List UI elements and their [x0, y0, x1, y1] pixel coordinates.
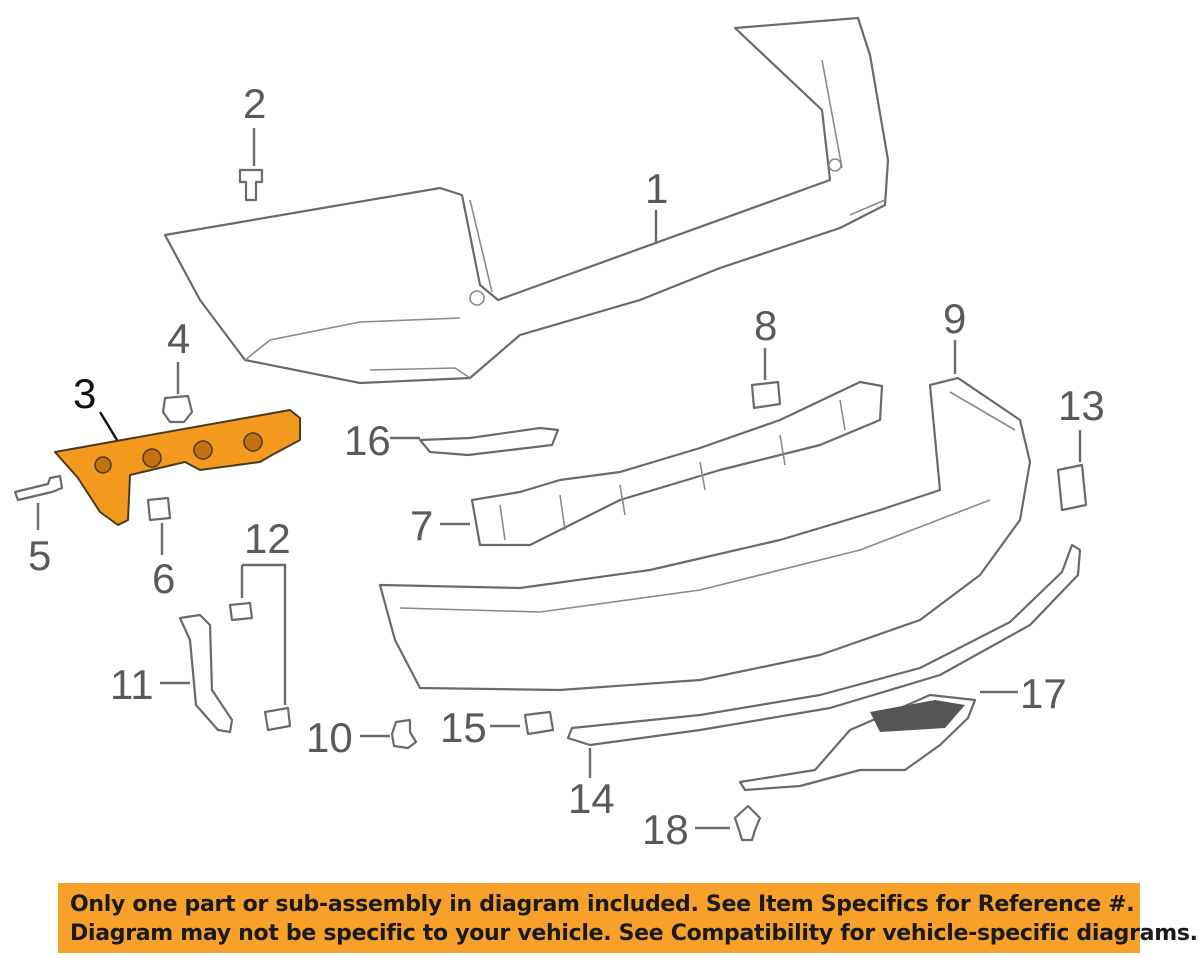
part-15-clip	[523, 710, 555, 736]
part-12-nuts	[228, 601, 292, 732]
callout-1: 1	[645, 165, 668, 212]
notice-line-2: Diagram may not be specific to your vehi…	[70, 921, 1198, 946]
leader-lines	[36, 128, 1082, 830]
notice-line-1: Only one part or sub-assembly in diagram…	[70, 892, 1135, 917]
part-5-screw	[13, 474, 64, 502]
callout-7: 7	[410, 502, 433, 549]
part-7-absorber	[470, 380, 884, 547]
callout-10: 10	[306, 714, 353, 761]
notice-banner: Only one part or sub-assembly in diagram…	[58, 883, 1198, 953]
part-14-molding	[566, 543, 1082, 747]
leader-12	[240, 563, 287, 705]
part-16-reflector	[418, 426, 560, 457]
callout-15: 15	[440, 704, 487, 751]
callout-18: 18	[642, 806, 689, 853]
callout-11: 11	[110, 661, 154, 708]
callout-numbers: 1 2 3 4 5 6 7 8 9 10 11 12 13 14 15 16 1…	[28, 80, 1105, 853]
part-11-side-bracket	[178, 613, 234, 734]
part-13-pad	[1056, 463, 1088, 512]
part-8-clip	[750, 380, 782, 410]
callout-8: 8	[754, 302, 777, 349]
parts-diagram: 1 2 3 4 5 6 7 8 9 10 11 12 13 14 15 16 1…	[13, 16, 1105, 853]
part-9-lower-cover	[378, 376, 1032, 692]
callout-14: 14	[568, 775, 615, 822]
callout-6: 6	[152, 555, 175, 602]
callout-2: 2	[243, 80, 266, 127]
part-1-bumper-cover	[163, 16, 890, 385]
part-18-push-pin	[733, 804, 762, 842]
leader-3	[98, 411, 119, 441]
callout-5: 5	[28, 532, 51, 579]
part-10-push-clip	[390, 718, 418, 750]
part-3-bracket-highlighted	[54, 409, 301, 526]
callout-3: 3	[73, 370, 96, 417]
callout-17: 17	[1020, 670, 1067, 717]
part-17-diffuser	[738, 693, 977, 792]
callout-16: 16	[344, 417, 391, 464]
callout-13: 13	[1058, 382, 1105, 429]
part-2-bolt	[238, 168, 264, 202]
part-4-nut	[161, 394, 194, 424]
callout-4: 4	[167, 315, 190, 362]
callout-9: 9	[943, 295, 966, 342]
part-6-clip	[146, 496, 172, 522]
callout-12: 12	[244, 515, 291, 562]
